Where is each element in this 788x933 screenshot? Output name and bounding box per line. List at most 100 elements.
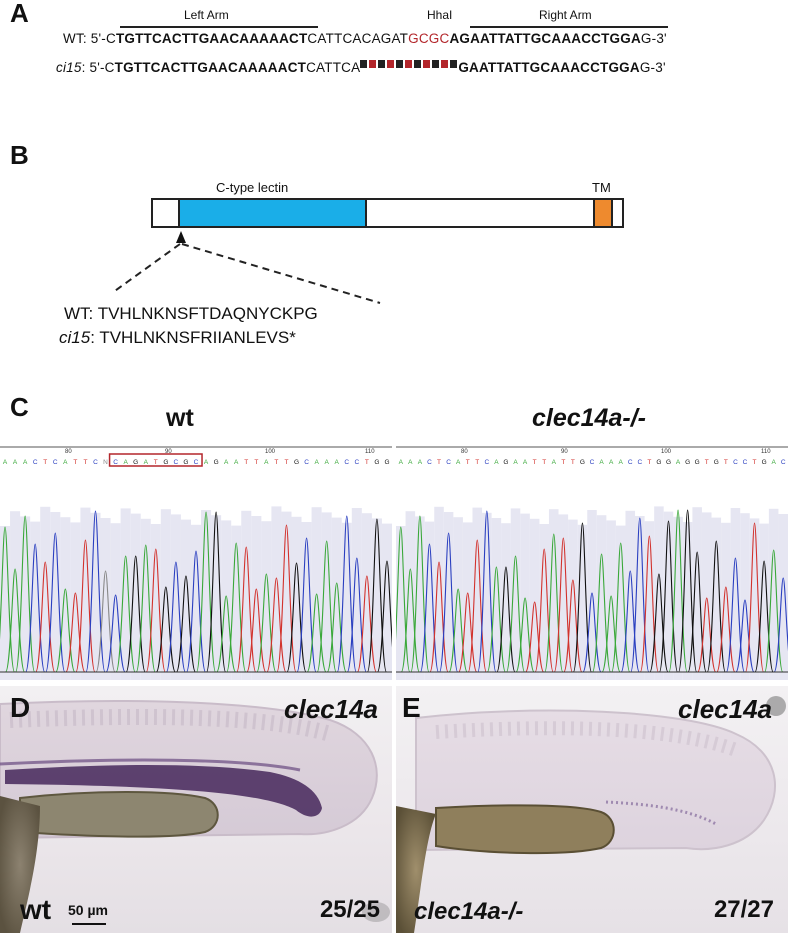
- wt-quality-bar: [110, 523, 121, 680]
- mutant-base-call: T: [753, 459, 757, 466]
- wt-base-call: A: [324, 459, 329, 466]
- mutant-tick-label: 80: [461, 449, 468, 455]
- wt-peak: [55, 588, 76, 673]
- wt-peak: [286, 562, 307, 673]
- wt-quality-bar: [80, 507, 91, 680]
- wt-base-call: C: [304, 459, 309, 466]
- mutant-quality-bar: [635, 516, 645, 680]
- wt-base-call: A: [204, 459, 209, 466]
- mutant-quality-bar: [501, 523, 511, 680]
- mutant-base-call: T: [542, 459, 546, 466]
- wt-base-call: A: [13, 459, 18, 466]
- panel-d-count: 25/25: [319, 896, 380, 923]
- mutant-quality-bar: [692, 507, 702, 680]
- mutant-base-call: C: [628, 459, 633, 466]
- mutant-base-call: G: [685, 459, 690, 466]
- mutant-base-call: G: [580, 459, 585, 466]
- mutant-peak: [410, 515, 430, 673]
- wt-tick-label: 100: [265, 449, 276, 455]
- wt-base-call: T: [154, 459, 158, 466]
- mutant-peak: [754, 560, 774, 673]
- right-arm-bar: [470, 26, 668, 28]
- mutant-quality-bar: [615, 525, 626, 680]
- wt-protein-seq: TVHLNKNSFTDAQNYCKPG: [97, 304, 318, 323]
- mutant-quality-bar: [673, 516, 683, 680]
- wt-tick-label: 110: [365, 449, 375, 455]
- lectin-domain: [178, 200, 367, 226]
- wt-quality-bar: [241, 510, 252, 680]
- ci15-prefix: : 5'-C: [81, 60, 115, 75]
- wt-base-call: C: [93, 459, 98, 466]
- wt-tick-label: 80: [65, 449, 72, 455]
- wt-quality-bar: [231, 525, 242, 680]
- mutant-peak: [419, 543, 440, 673]
- tm-domain: [593, 200, 613, 226]
- mutant-peak: [773, 577, 788, 673]
- ci15-middle: CATTCA: [306, 60, 361, 75]
- mutant-base-call: G: [503, 459, 508, 466]
- ci15-name: ci15: [56, 60, 82, 75]
- wt-tick-label: 90: [165, 449, 172, 455]
- wt-peak: [15, 515, 36, 673]
- wt-peak: [175, 575, 197, 673]
- wt-yolk-sac: [0, 796, 40, 933]
- wt-peak: [306, 593, 327, 673]
- mutant-tick-label: 110: [761, 449, 771, 455]
- mutant-quality-bar: [596, 515, 607, 680]
- panel-e-probe: clec14a: [678, 694, 772, 724]
- wt-base-call: A: [3, 459, 8, 466]
- wt-quality-bar: [10, 511, 21, 680]
- wt-quality-bar: [20, 516, 31, 680]
- wt-quality-bar: [211, 515, 222, 680]
- panel-e-count: 27/27: [713, 896, 774, 923]
- wt-quality-bar: [301, 522, 312, 680]
- mutant-peak: [601, 595, 621, 673]
- panel-d-letter: D: [10, 692, 31, 723]
- wt-quality-bar: [361, 513, 372, 680]
- mutant-peak: [429, 561, 449, 673]
- mutant-base-call: T: [475, 459, 479, 466]
- mutant-peak: [496, 566, 516, 673]
- wt-quality-bar: [371, 518, 382, 680]
- wt-base-call: N: [103, 459, 108, 466]
- mutant-base-call: T: [724, 459, 728, 466]
- wt-embryo-image: [0, 700, 390, 933]
- wt-base-call: A: [314, 459, 319, 466]
- wt-right-arm: AGAATTATTGCAAACCTGGA: [449, 31, 641, 46]
- wt-base-call: C: [354, 459, 359, 466]
- wt-clec14a-stain-light: [0, 758, 301, 772]
- panel-a-letter: A: [10, 0, 29, 28]
- wt-peak: [75, 539, 96, 673]
- mutant-tick-label: 90: [561, 449, 568, 455]
- mutant-quality-bar: [721, 522, 731, 680]
- wt-quality-bar: [170, 514, 181, 680]
- wt-quality-bar: [40, 506, 51, 680]
- ci15-left-arm: TGTTCACTTGAACAAAAACT: [114, 60, 307, 75]
- mutant-quality-bar: [520, 513, 530, 680]
- mutant-peak: [649, 573, 669, 673]
- mutant-base-call: C: [427, 459, 432, 466]
- mutant-peak: [716, 586, 736, 673]
- mutant-base-call: T: [533, 459, 537, 466]
- wt-somite-band: [9, 708, 333, 742]
- mutant-base-call: C: [733, 459, 738, 466]
- mutant-peak: [735, 599, 755, 673]
- ci15-protein-line: ci15: TVHLNKNSFRIIANLEVS*: [59, 328, 296, 348]
- mutant-peak: [544, 533, 564, 673]
- ci15-suffix: G-3': [639, 60, 666, 75]
- hhai-label: HhaI: [427, 8, 453, 22]
- mutant-peak: [582, 592, 602, 673]
- wt-peak: [326, 582, 347, 673]
- wt-quality-bar: [251, 516, 262, 680]
- mutant-base-call: A: [456, 459, 461, 466]
- wt-peak: [266, 577, 287, 673]
- mutant-quality-bar: [405, 511, 416, 680]
- mutant-quality-bar: [491, 518, 502, 680]
- wt-base-call: A: [224, 459, 229, 466]
- panel-b-letter: B: [10, 140, 29, 170]
- wt-peak: [206, 511, 227, 673]
- wt-quality-bar: [271, 506, 282, 680]
- wt-base-call: A: [234, 459, 239, 466]
- mutant-base-call: C: [484, 459, 489, 466]
